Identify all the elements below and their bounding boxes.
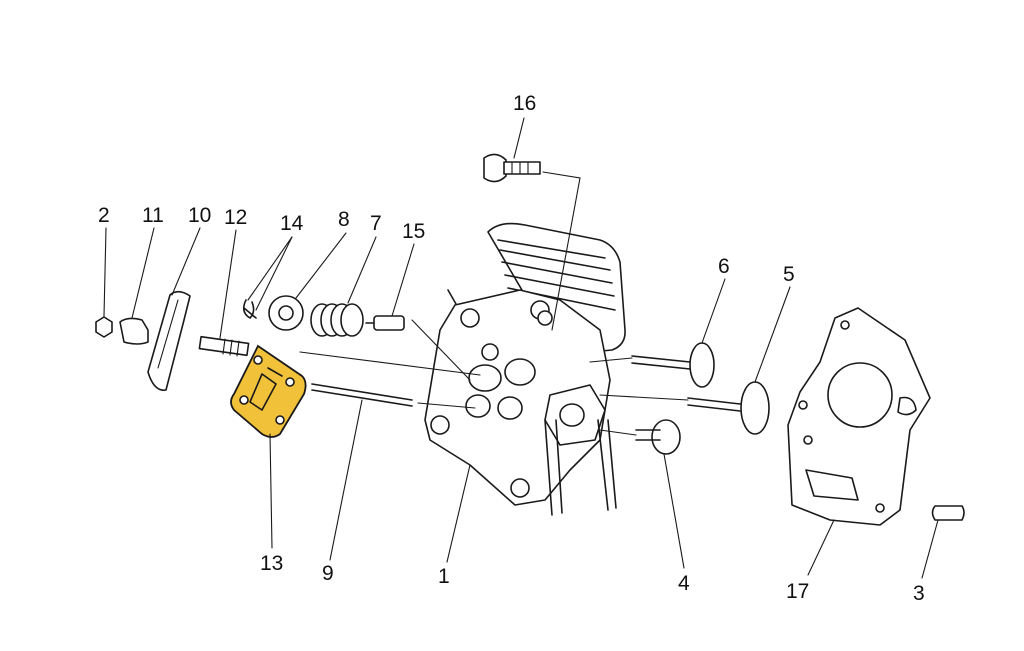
part-14-retainer-clip xyxy=(242,299,255,319)
leader-lines xyxy=(103,117,939,579)
callout-13: 13 xyxy=(260,552,283,575)
part-12-adjusting-screw xyxy=(198,335,250,357)
part-4-valve-guide xyxy=(635,419,681,455)
leader-4 xyxy=(663,453,685,569)
callout-8: 8 xyxy=(338,208,350,231)
leader-14b xyxy=(255,236,293,311)
callout-12: 12 xyxy=(224,206,247,229)
head-boss-bottom-right xyxy=(510,478,530,498)
leader-8 xyxy=(295,232,347,299)
callout-7: 7 xyxy=(370,212,382,235)
leader-16 xyxy=(513,117,525,159)
part-9-push-rod xyxy=(311,383,413,401)
part-10-rocker-arm xyxy=(147,290,191,391)
leader-9 xyxy=(329,399,363,561)
leader-12 xyxy=(219,229,237,339)
callout-2: 2 xyxy=(98,204,110,227)
leader-17 xyxy=(807,519,835,576)
part-13-rocker-plate xyxy=(230,344,307,438)
leader-15 xyxy=(391,243,415,317)
leader-2 xyxy=(103,227,107,317)
leader-6 xyxy=(701,278,726,344)
callout-14: 14 xyxy=(280,212,304,235)
callout-1: 1 xyxy=(438,565,450,588)
part-15-stem-seal xyxy=(365,315,405,331)
callout-10: 10 xyxy=(188,204,211,227)
part-16-bolt xyxy=(483,153,541,183)
callout-labels: 2 11 10 12 14 8 7 15 16 6 5 13 9 1 4 17 … xyxy=(98,92,925,605)
callout-16: 16 xyxy=(513,92,536,115)
callout-6: 6 xyxy=(718,255,730,278)
leader-5 xyxy=(754,286,791,383)
part-3-dowel-pin xyxy=(931,505,965,521)
head-boss-top-left xyxy=(460,308,480,328)
callout-9: 9 xyxy=(322,562,334,585)
part-6-intake-valve xyxy=(631,342,715,388)
callout-17: 17 xyxy=(786,580,809,603)
callout-15: 15 xyxy=(402,220,425,243)
callout-3: 3 xyxy=(913,582,925,605)
leader-11 xyxy=(131,227,155,319)
leader-7 xyxy=(347,236,377,304)
leader-3 xyxy=(921,519,939,579)
part-7-valve-spring xyxy=(310,303,364,337)
leader-10 xyxy=(171,227,201,296)
part-2-nut xyxy=(95,316,113,338)
part-11-spacer xyxy=(119,317,149,345)
alignment-lines xyxy=(299,171,689,436)
leader-13 xyxy=(269,433,273,549)
callout-11: 11 xyxy=(142,204,164,227)
callout-4: 4 xyxy=(678,572,690,595)
callout-5: 5 xyxy=(783,263,795,286)
part-1-cylinder-head xyxy=(424,222,626,516)
head-boss-bottom-left xyxy=(430,415,450,435)
part-17-head-gasket xyxy=(787,307,931,526)
leader-14a xyxy=(247,236,293,301)
leader-1 xyxy=(446,464,471,563)
part-8-spring-retainer xyxy=(268,295,304,331)
part-5-exhaust-valve xyxy=(687,381,770,435)
